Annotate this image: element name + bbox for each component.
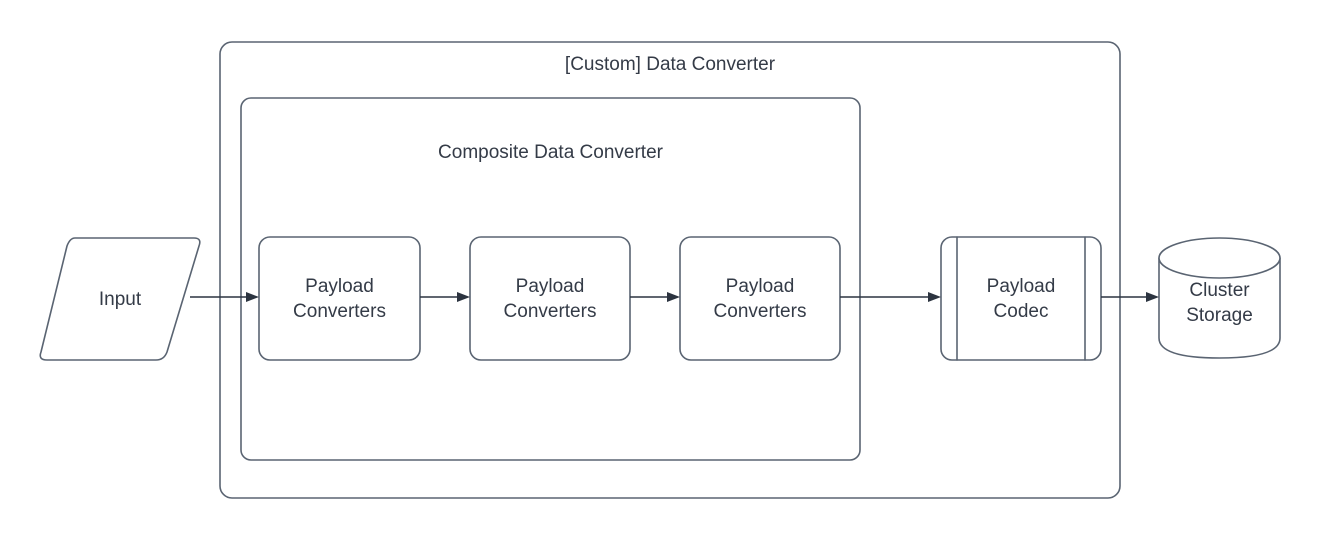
connector-converter-1-to-converter-2 — [420, 292, 470, 302]
node-cluster-storage-top — [1158, 237, 1281, 279]
node-payload-converters-3-shape[interactable] — [679, 236, 841, 361]
node-input-shape[interactable] — [39, 237, 201, 361]
node-cluster-storage-body[interactable] — [1158, 257, 1281, 359]
node-payload-converters-2-shape[interactable] — [469, 236, 631, 361]
connector-converter-3-to-codec — [840, 292, 941, 302]
connector-input-to-converter-1 — [190, 292, 259, 302]
node-payload-codec-shape[interactable] — [940, 236, 1102, 361]
connector-converter-2-to-converter-3 — [630, 292, 680, 302]
node-payload-converters-1-shape[interactable] — [258, 236, 421, 361]
connector-codec-to-cluster-storage — [1101, 292, 1159, 302]
